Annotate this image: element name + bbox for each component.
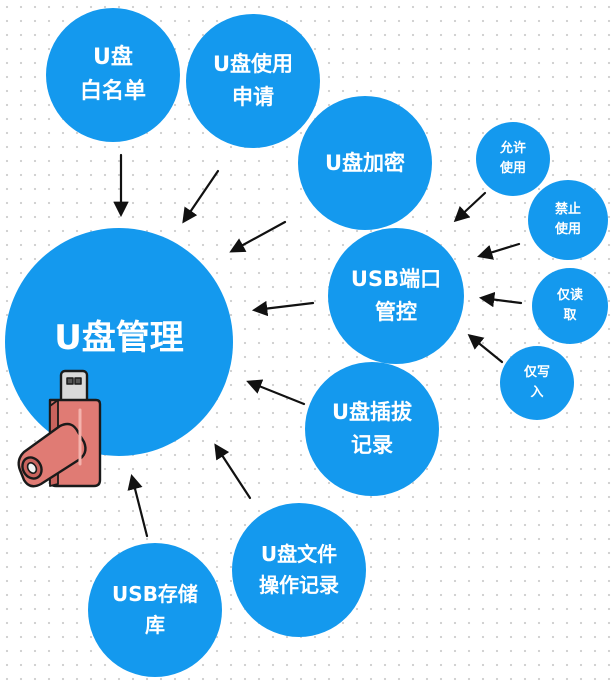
node-port-control-line-2: 管控: [375, 300, 417, 324]
node-usage-request: U盘使用 申请: [186, 14, 320, 148]
node-plug-record: U盘插拔 记录: [305, 362, 439, 496]
node-whitelist-line-1: U盘: [93, 44, 133, 70]
arrow-port-to-center: [251, 300, 315, 317]
node-whitelist-label: U盘 白名单: [80, 41, 146, 109]
node-mode-write-only: 仅写 入: [500, 346, 574, 420]
arrow-file-to-center: [214, 443, 252, 500]
node-encryption-line-1: U盘加密: [324, 150, 406, 175]
node-storage-library-line-1: USB存储: [112, 582, 198, 606]
node-mode-read-only-line-2: 取: [563, 308, 577, 323]
center-node-line: U盘管理: [54, 317, 184, 358]
usb-flash-drive-icon: [17, 369, 102, 488]
node-mode-read-only: 仅读 取: [532, 268, 608, 344]
node-mode-write-only-line-1: 仅写: [523, 364, 550, 380]
node-mode-read-only-label: 仅读 取: [557, 286, 583, 326]
node-mode-forbid-line-2: 使用: [554, 222, 581, 237]
arrow-encryption-to-center: [229, 220, 287, 253]
node-port-control: USB端口 管控: [328, 228, 464, 364]
node-plug-record-line-2: 记录: [351, 433, 393, 457]
node-plug-record-label: U盘插拔 记录: [332, 396, 412, 461]
node-mode-allow-line-2: 使用: [499, 161, 526, 176]
node-port-control-line-1: USB端口: [350, 267, 442, 292]
node-port-control-label: USB端口 管控: [351, 263, 441, 328]
node-file-record-label: U盘文件 操作记录: [259, 539, 339, 601]
node-whitelist: U盘 白名单: [46, 8, 180, 142]
arrow-readonly-to-port: [478, 291, 523, 308]
node-file-record: U盘文件 操作记录: [232, 503, 366, 637]
arrow-allow-to-port: [453, 191, 487, 223]
center-node-u-disk-management: U盘管理: [5, 228, 233, 456]
node-mode-forbid-label: 禁止 使用: [555, 200, 581, 240]
node-mode-forbid-line-1: 禁止: [554, 201, 581, 217]
node-storage-library: USB存储 库: [88, 543, 222, 677]
arrow-storage-to-center: [127, 474, 149, 538]
node-mode-read-only-line-1: 仅读: [556, 287, 583, 303]
node-file-record-line-1: U盘文件: [260, 542, 338, 566]
arrow-writeonly-to-port: [467, 334, 504, 364]
node-storage-library-line-2: 库: [144, 613, 165, 637]
center-node-label: U盘管理: [54, 312, 184, 365]
node-file-record-line-2: 操作记录: [259, 573, 339, 597]
node-mode-allow-line-1: 允许: [499, 140, 526, 156]
arrow-request-to-center: [182, 169, 220, 224]
node-encryption: U盘加密: [298, 96, 432, 230]
node-mode-allow: 允许 使用: [476, 122, 550, 196]
node-usage-request-line-1: U盘使用: [212, 52, 294, 77]
node-encryption-label: U盘加密: [325, 147, 405, 180]
node-mode-allow-label: 允许 使用: [500, 139, 526, 179]
node-mode-write-only-line-2: 入: [530, 385, 544, 400]
node-usage-request-label: U盘使用 申请: [213, 48, 293, 113]
node-storage-library-label: USB存储 库: [112, 579, 198, 641]
arrow-plug-to-center: [246, 379, 306, 406]
node-plug-record-line-1: U盘插拔: [331, 400, 413, 425]
node-whitelist-line-2: 白名单: [79, 79, 146, 104]
node-mode-write-only-label: 仅写 入: [524, 363, 550, 403]
node-mode-forbid: 禁止 使用: [528, 180, 608, 260]
arrow-forbid-to-port: [477, 242, 521, 260]
node-usage-request-line-2: 申请: [232, 85, 274, 109]
